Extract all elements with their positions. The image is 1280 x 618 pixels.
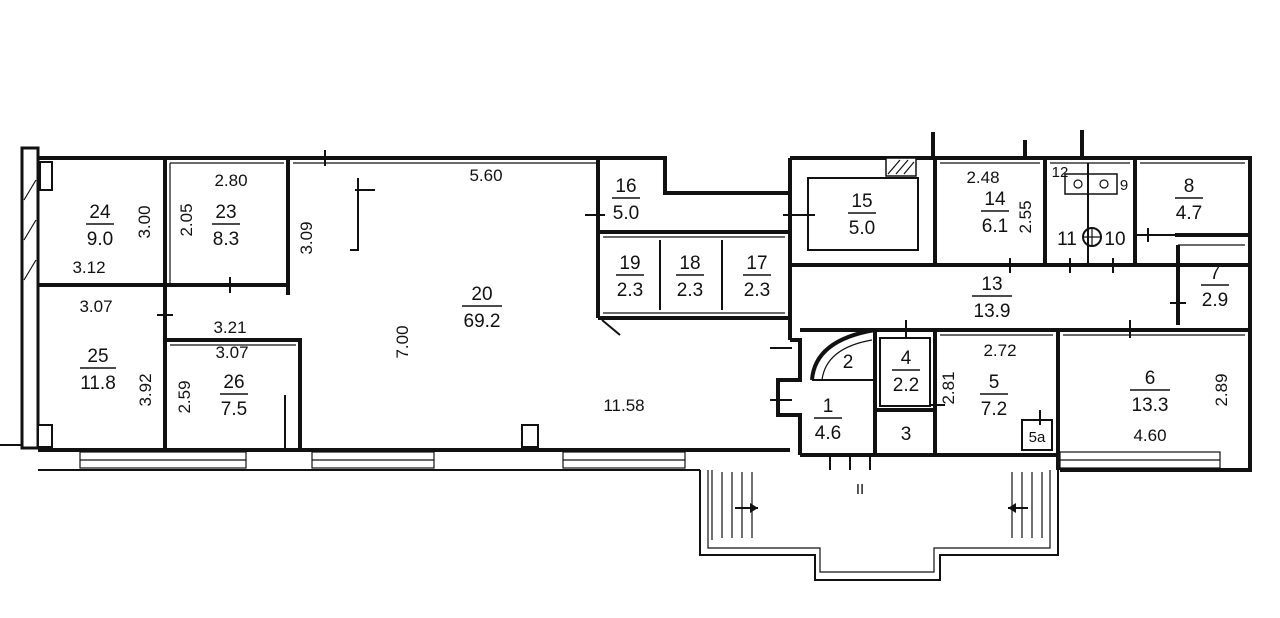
room-25-number: 25 — [87, 346, 108, 367]
dim-3-21: 3.21 — [213, 318, 246, 337]
room-20-area: 69.2 — [464, 311, 501, 332]
room-11-label: 11 — [1057, 229, 1077, 250]
room-5-number: 5 — [989, 372, 1000, 393]
room-26-number: 26 — [223, 372, 244, 393]
top-wall-left — [38, 156, 790, 195]
room-24-area: 9.0 — [87, 229, 113, 250]
dim-3-09: 3.09 — [297, 221, 316, 254]
room-23-number: 23 — [215, 202, 236, 223]
room-2-label: 2 — [843, 352, 854, 373]
curved-wall-room-2 — [810, 328, 876, 381]
room-17-area: 2.3 — [744, 280, 770, 301]
room-18-number: 18 — [679, 253, 700, 274]
dim-2-89: 2.89 — [1212, 373, 1231, 406]
room-17-number: 17 — [746, 253, 767, 274]
room-16-area: 5.0 — [613, 203, 639, 224]
entrance-label: II — [856, 481, 864, 498]
room-26-area: 7.5 — [221, 399, 247, 420]
dim-7-00: 7.00 — [393, 325, 412, 358]
room-16-number: 16 — [615, 176, 636, 197]
room-8-number: 8 — [1184, 176, 1195, 197]
dim-2-80: 2.80 — [214, 171, 247, 190]
bottom-facade — [38, 448, 790, 471]
room-3-label: 3 — [901, 424, 912, 445]
room-5a-box — [1021, 419, 1053, 451]
dim-2-72: 2.72 — [983, 341, 1016, 360]
room-24-number: 24 — [89, 202, 111, 223]
room-14-number: 14 — [984, 189, 1006, 210]
room-23-area: 8.3 — [213, 229, 239, 250]
room-6-number: 6 — [1145, 368, 1156, 389]
dim-5-60: 5.60 — [469, 166, 502, 185]
dim-4-60: 4.60 — [1133, 426, 1166, 445]
dim-3-92: 3.92 — [136, 373, 155, 406]
room-10-label: 10 — [1104, 229, 1125, 250]
dimension-labels: 3.12 3.00 2.80 2.05 3.09 5.60 3.07 3.21 … — [72, 166, 1231, 445]
room-12-label: 12 — [1052, 164, 1069, 181]
middle-block-walls — [596, 156, 1250, 340]
sink-fixture — [1064, 173, 1118, 195]
room-8-area: 4.7 — [1176, 203, 1202, 224]
room-15-area: 5.0 — [849, 218, 875, 239]
left-block-walls — [0, 146, 790, 450]
room-labels: 24 9.0 23 8.3 20 69.2 16 5.0 19 2.3 18 2… — [80, 164, 1229, 498]
room-7-area: 2.9 — [1202, 290, 1228, 311]
room-19-area: 2.3 — [617, 280, 643, 301]
dim-2-59: 2.59 — [175, 380, 194, 413]
dim-3-07-room26: 3.07 — [215, 343, 248, 362]
entrance-stairs — [699, 455, 1059, 581]
outer-wall-left — [20, 146, 40, 450]
dim-3-12: 3.12 — [72, 258, 105, 277]
room-9-label: 9 — [1120, 177, 1128, 194]
dim-2-81: 2.81 — [939, 371, 958, 404]
room-4-area: 2.2 — [893, 375, 919, 396]
room-20-number: 20 — [471, 284, 492, 305]
dim-2-05: 2.05 — [177, 203, 196, 236]
room-18-area: 2.3 — [677, 280, 703, 301]
room-6-area: 13.3 — [1132, 395, 1169, 416]
room-1-area: 4.6 — [815, 423, 841, 444]
room-4-number: 4 — [901, 348, 912, 369]
dim-11-58: 11.58 — [603, 396, 644, 415]
door-ticks — [157, 150, 1186, 425]
room-15-number: 15 — [851, 191, 872, 212]
room-5-area: 7.2 — [981, 399, 1007, 420]
room-14-area: 6.1 — [982, 216, 1008, 237]
dim-2-55: 2.55 — [1016, 200, 1035, 233]
room-19-number: 19 — [619, 253, 640, 274]
room-1-number: 1 — [823, 396, 834, 417]
dim-3-00: 3.00 — [135, 205, 154, 238]
dim-3-07-left: 3.07 — [79, 297, 112, 316]
room-7-number: 7 — [1210, 263, 1221, 284]
wall-room-26 — [165, 338, 302, 450]
dim-2-48: 2.48 — [966, 168, 999, 187]
room-25-area: 11.8 — [80, 373, 116, 394]
right-block-walls — [776, 130, 1252, 472]
room-15-box — [807, 177, 919, 251]
room-13-number: 13 — [981, 274, 1002, 295]
room-13-area: 13.9 — [974, 301, 1011, 322]
room-5a-label: 5a — [1029, 429, 1046, 446]
